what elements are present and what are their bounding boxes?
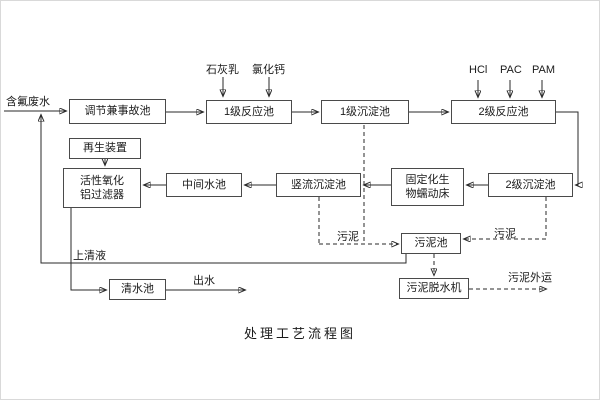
- label-influent-fluoride-wastewater: 含氟废水: [6, 96, 50, 108]
- label-effluent: 出水: [193, 275, 215, 287]
- label-calcium-chloride: 氯化钙: [252, 64, 285, 76]
- label-lime-milk: 石灰乳: [206, 64, 239, 76]
- line-reaction2-to-sed2: [556, 111, 578, 185]
- line-filter-to-clearpool: [70, 208, 106, 290]
- label-sludge-transport-out: 污泥外运: [508, 272, 552, 284]
- label-sludge-right: 污泥: [494, 228, 516, 240]
- label-pam: PAM: [532, 64, 556, 76]
- box-sludge-dewatering-machine: 污泥脱水机: [399, 278, 469, 299]
- box-intermediate-pool: 中间水池: [166, 173, 242, 197]
- box-clear-water-pool: 清水池: [109, 279, 166, 300]
- box-sludge-pool: 污泥池: [401, 233, 461, 254]
- label-pac: PAC: [500, 64, 522, 76]
- box-regeneration-device: 再生装置: [69, 138, 141, 159]
- box-stage2-reaction-pool: 2级反应池: [451, 100, 556, 124]
- box-stage1-sedimentation-pool: 1级沉淀池: [321, 100, 409, 124]
- label-sludge-left: 污泥: [337, 231, 359, 243]
- box-immobilized-bio-bed: 固定化生物蠕动床: [391, 168, 464, 206]
- line-sed2-sludge: [464, 197, 547, 239]
- box-regulation-accident-pool: 调节兼事故池: [69, 99, 166, 124]
- diagram-title: 处理工艺流程图: [243, 326, 356, 341]
- box-vertical-flow-sedimentation-pool: 竖流沉淀池: [276, 173, 361, 197]
- box-stage2-sedimentation-pool: 2级沉淀池: [488, 173, 573, 197]
- box-stage1-reaction-pool: 1级反应池: [206, 100, 292, 124]
- label-hcl: HCl: [469, 64, 488, 76]
- line-supernatant-recycle: [41, 115, 407, 264]
- label-supernatant: 上清液: [73, 250, 106, 262]
- box-activated-alumina-filter: 活性氧化铝过滤器: [63, 168, 141, 208]
